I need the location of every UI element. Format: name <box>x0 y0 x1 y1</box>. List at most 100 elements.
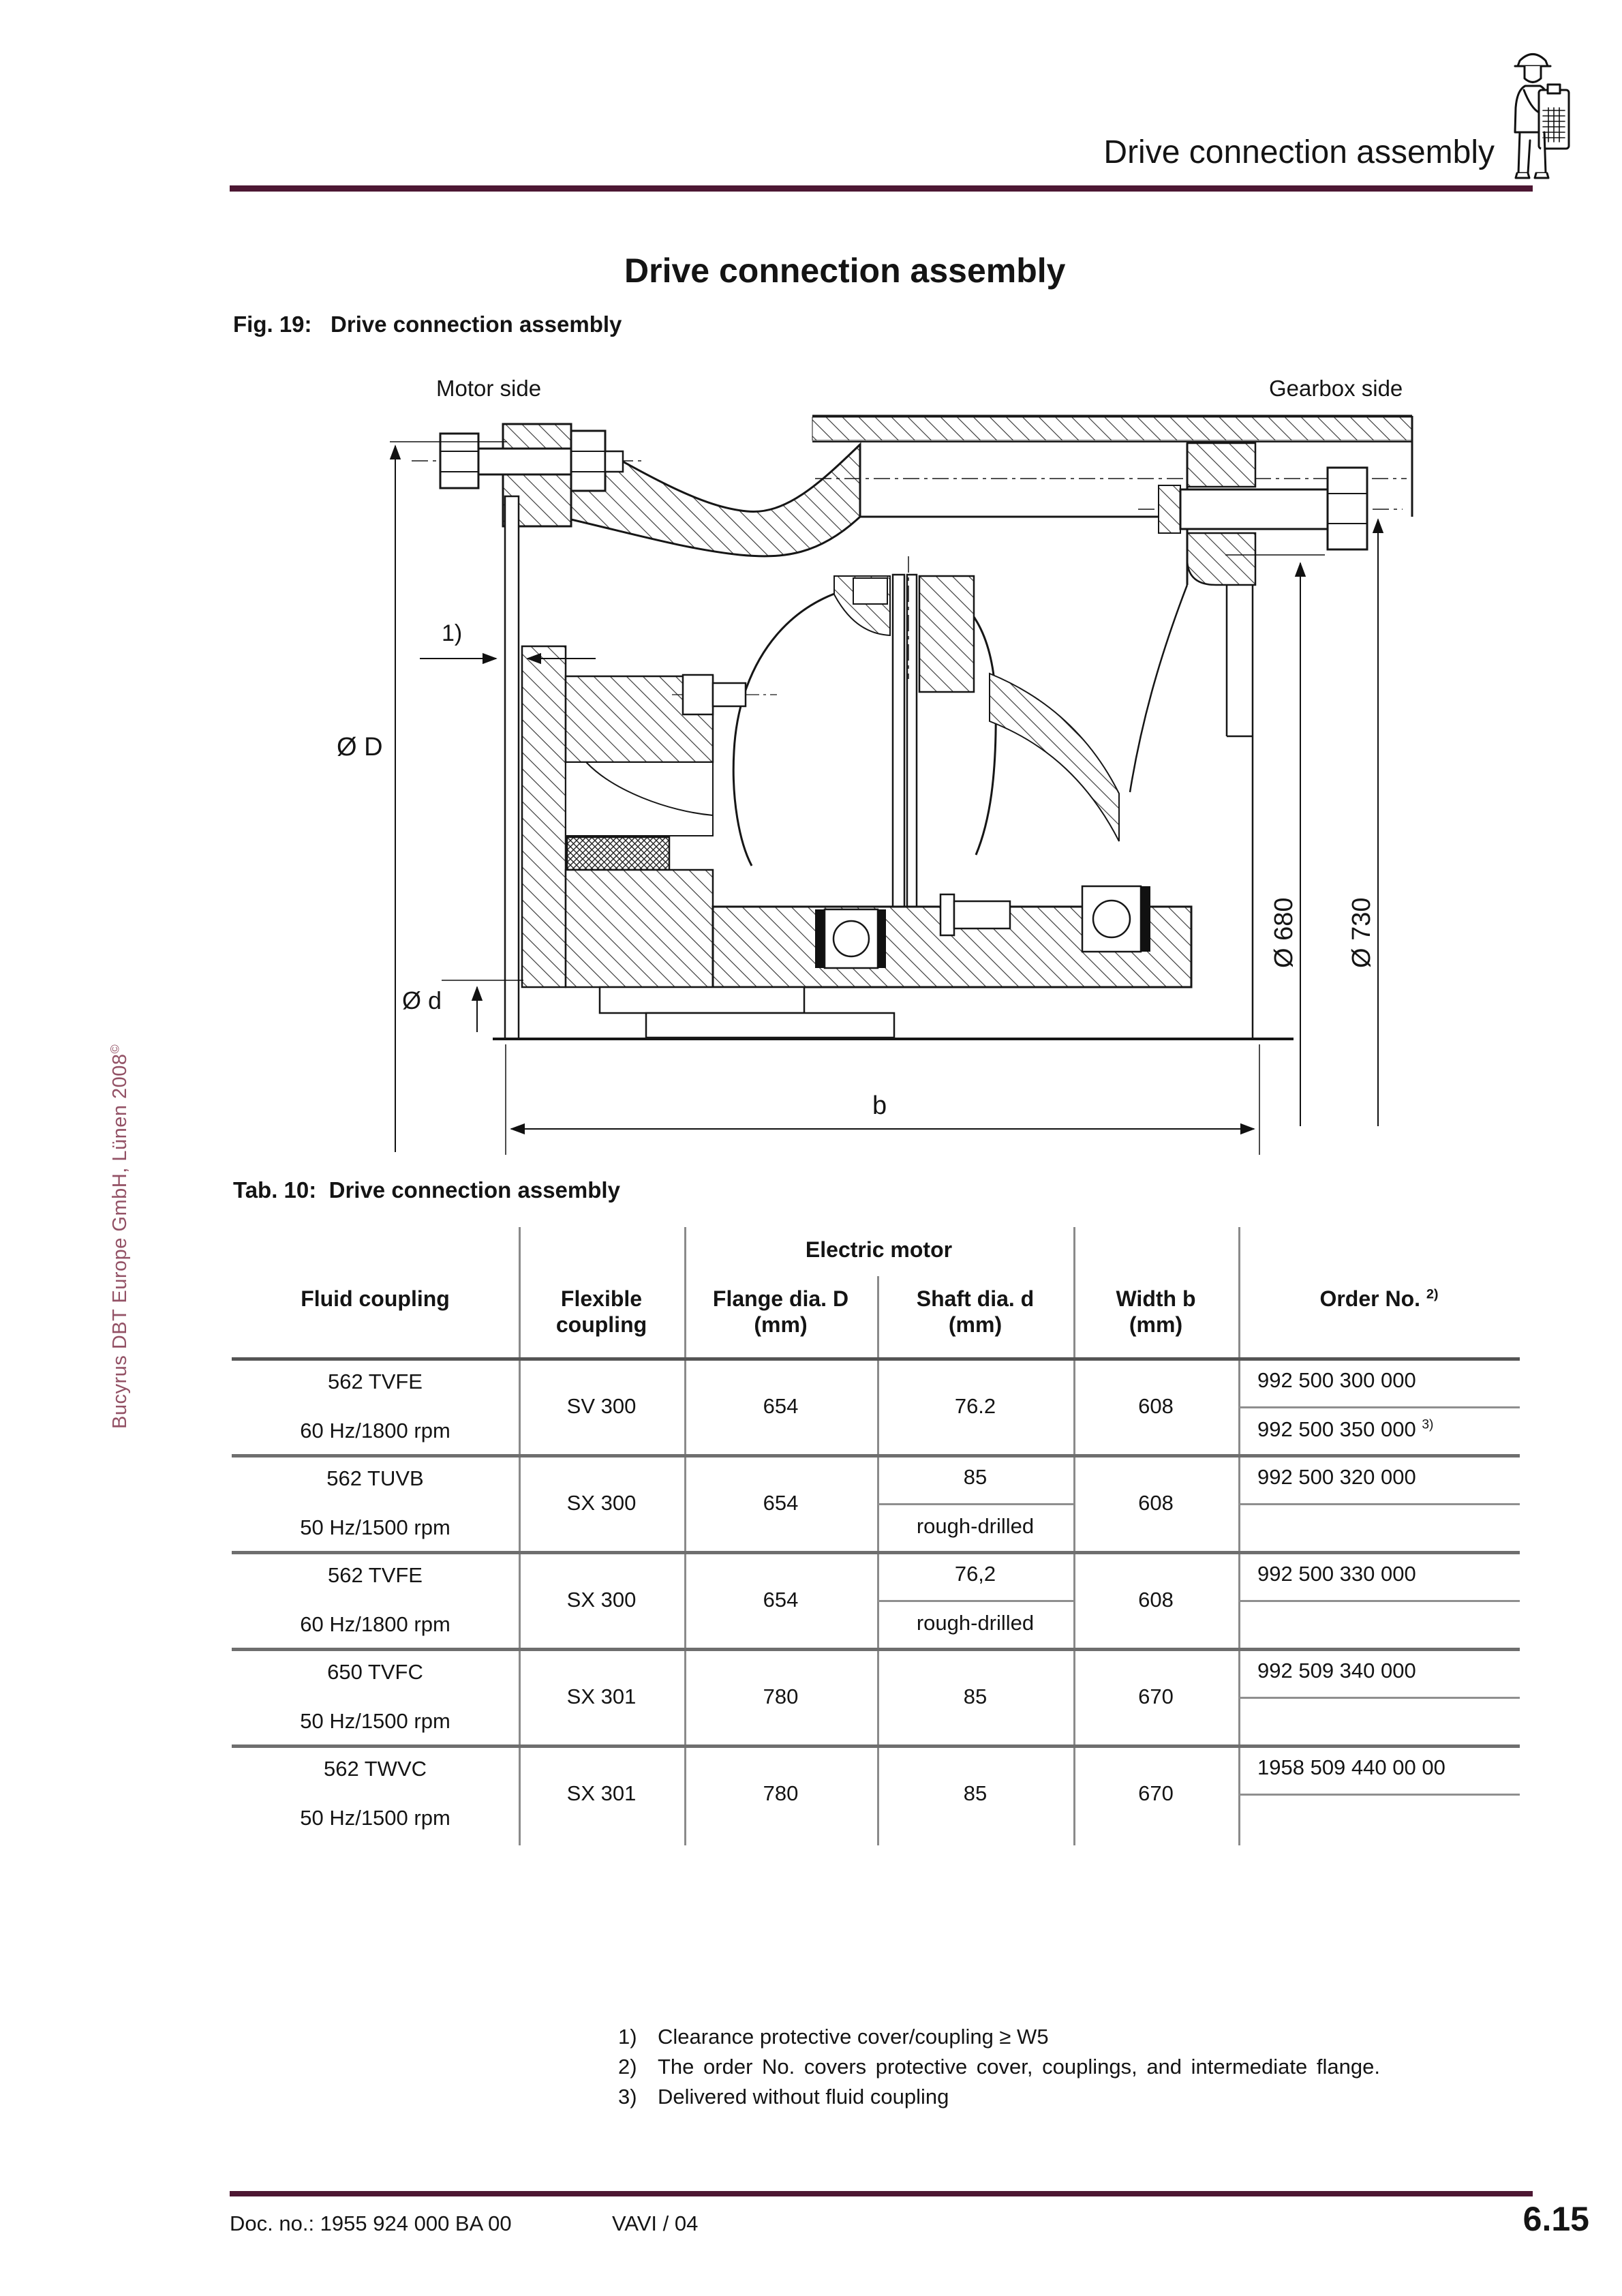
footnote-text: Delivered without fluid coupling <box>658 2085 949 2109</box>
dim-dia-730: Ø 730 <box>1347 897 1376 968</box>
footnote-2: 2) The order No. covers protective cover,… <box>618 2053 1380 2081</box>
footer-doc-no: Doc. no.: 1955 924 000 BA 00 <box>230 2211 512 2235</box>
table-vline <box>684 1227 686 1845</box>
table-row-cell: 76,2 <box>954 1562 996 1586</box>
page-title: Drive connection assembly <box>624 252 1066 290</box>
gearbox-side-bolt <box>1138 466 1403 551</box>
hard-hat <box>1516 53 1549 67</box>
table-row-cell: 50 Hz/1500 rpm <box>300 1709 450 1733</box>
motor-side-bolt <box>412 429 643 492</box>
table-row-cell: rough-drilled <box>916 1611 1035 1635</box>
protective-cover-plate <box>504 495 520 1040</box>
motor-side-label: Motor side <box>436 376 542 401</box>
figure-caption: Fig. 19: Drive connection assembly <box>233 311 622 338</box>
table-row-cell: 608 <box>1138 1491 1174 1515</box>
table-row-cell: 60 Hz/1800 rpm <box>300 1419 450 1442</box>
col-header-flange-dia: Flange dia. D (mm) <box>684 1286 877 1338</box>
table-row-cell: 654 <box>763 1588 799 1612</box>
dim-dia-d: Ø d <box>402 986 442 1014</box>
col-header-line: (mm) <box>754 1312 808 1337</box>
dimension-lines <box>389 441 1384 1155</box>
table-caption-text: Drive connection assembly <box>328 1177 620 1203</box>
shaft-split-line <box>877 1600 1073 1602</box>
col-header-sup: 2) <box>1426 1286 1439 1302</box>
copyright-text: Bucyrus DBT Europe GmbH, Lünen 2008 <box>109 1053 131 1429</box>
dim-note-1: 1) <box>442 620 462 646</box>
table-row-cell: 992 500 350 000 3) <box>1257 1417 1520 1442</box>
table-row-cell: 654 <box>763 1394 799 1418</box>
dim-dia-680: Ø 680 <box>1270 897 1298 968</box>
header-rule <box>230 185 1533 192</box>
pump-flange-bolt <box>672 674 777 716</box>
table-vline <box>1073 1227 1075 1845</box>
footer-rule <box>230 2191 1533 2196</box>
table-row-rule <box>232 1454 1520 1457</box>
gearbox-flange <box>1129 442 1257 1038</box>
table-row-cell: 608 <box>1138 1588 1174 1612</box>
worker-clipboard-icon <box>1514 53 1570 179</box>
order-split-line <box>1238 1794 1520 1796</box>
col-header-flexible-coupling: Flexible coupling <box>519 1286 684 1338</box>
order-no-sup: 3) <box>1422 1417 1434 1432</box>
table-row-cell: 1958 509 440 00 00 <box>1257 1755 1445 1779</box>
col-header-width-b: Width b (mm) <box>1073 1286 1238 1338</box>
order-split-line <box>1238 1406 1520 1408</box>
dim-width-b: b <box>872 1091 887 1120</box>
table-row-cell: 50 Hz/1500 rpm <box>300 1806 450 1830</box>
order-split-line <box>1238 1697 1520 1699</box>
group-header-electric-motor: Electric motor <box>805 1237 953 1262</box>
gearbox-side-label: Gearbox side <box>1269 376 1403 401</box>
table-row-cell: 608 <box>1138 1394 1174 1418</box>
table-vline <box>519 1227 521 1845</box>
table-row-cell: 992 509 340 000 <box>1257 1659 1416 1682</box>
footer-code: VAVI / 04 <box>612 2211 699 2235</box>
table-label: Tab. 10: <box>233 1177 317 1203</box>
table-row-cell: 50 Hz/1500 rpm <box>300 1515 450 1539</box>
col-header-line: Shaft dia. d <box>916 1286 1035 1311</box>
footnote-number: 2) <box>618 2055 637 2079</box>
header-title: Drive connection assembly <box>1103 134 1495 170</box>
footnote-3: 3) Delivered without fluid coupling <box>618 2083 949 2111</box>
order-split-line <box>1238 1600 1520 1602</box>
table-row-cell: 670 <box>1138 1685 1174 1708</box>
table-row-cell: 992 500 300 000 <box>1257 1368 1416 1392</box>
drive-connection-drawing: Ø D 1) Ø d b Ø 680 Ø 730 <box>337 414 1413 1155</box>
order-no: 992 500 350 000 <box>1257 1417 1416 1441</box>
table-row-cell: 85 <box>963 1465 988 1489</box>
footnote-number: 3) <box>618 2085 637 2109</box>
table-row-cell: 76.2 <box>954 1394 996 1418</box>
head <box>1523 65 1542 83</box>
table-vline <box>1238 1227 1240 1845</box>
table-row-cell: 654 <box>763 1491 799 1515</box>
col-header-order-no: Order No. 2) <box>1238 1286 1520 1312</box>
copyright-sidebar: Bucyrus DBT Europe GmbH, Lünen 2008© <box>108 1044 132 1429</box>
table-row-cell: 85 <box>963 1685 988 1708</box>
housing-section <box>502 414 1413 558</box>
table-row-cell: 780 <box>763 1781 799 1805</box>
table-row-cell: 670 <box>1138 1781 1174 1805</box>
col-header-line: coupling <box>555 1312 647 1337</box>
col-header-line: (mm) <box>1129 1312 1183 1337</box>
copyright-symbol: © <box>108 1044 122 1054</box>
table-row-cell: SX 300 <box>566 1588 637 1612</box>
table-vline <box>877 1276 879 1845</box>
table-row-cell: 562 TUVB <box>326 1466 424 1490</box>
shaft-split-line <box>877 1503 1073 1505</box>
table-row-cell: rough-drilled <box>916 1514 1035 1538</box>
table-row-cell: 992 500 330 000 <box>1257 1562 1416 1586</box>
output-shaft-section <box>493 885 1294 1040</box>
fluid-coupling-section <box>521 556 1120 988</box>
col-header-line: Flange dia. D <box>712 1286 849 1311</box>
table-row-cell: 562 TVFE <box>327 1370 423 1393</box>
table-row-cell: SV 300 <box>566 1394 637 1418</box>
table-row-cell: 650 TVFC <box>327 1660 423 1684</box>
table-row-cell: SX 301 <box>566 1781 637 1805</box>
col-header-line: Flexible <box>560 1286 643 1311</box>
footnote-number: 1) <box>618 2025 637 2049</box>
footnote-text: The order No. covers protective cover, c… <box>658 2055 1380 2079</box>
col-header-fluid-coupling: Fluid coupling <box>301 1286 450 1311</box>
table-row-cell: SX 300 <box>566 1491 637 1515</box>
table-row-rule <box>232 1744 1520 1748</box>
figure-label: Fig. 19: <box>233 312 312 337</box>
